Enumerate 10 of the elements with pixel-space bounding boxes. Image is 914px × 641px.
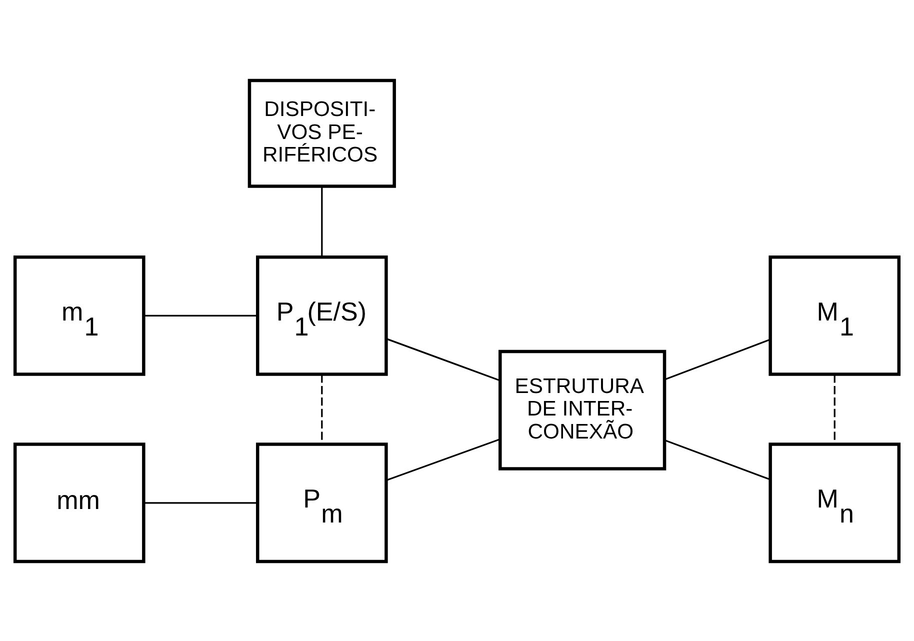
node-box: mm — [13, 442, 146, 563]
connector — [386, 438, 500, 480]
node-box: ESTRUTURA DE INTER- CONEXÃO — [498, 349, 666, 470]
connector — [664, 438, 770, 480]
connector — [321, 186, 323, 256]
connector — [664, 338, 770, 380]
connector — [144, 314, 258, 316]
node-box: DISPOSITI- VOS PE- RIFÉRICOS — [248, 78, 396, 188]
connector — [144, 502, 258, 504]
connector — [386, 338, 500, 381]
